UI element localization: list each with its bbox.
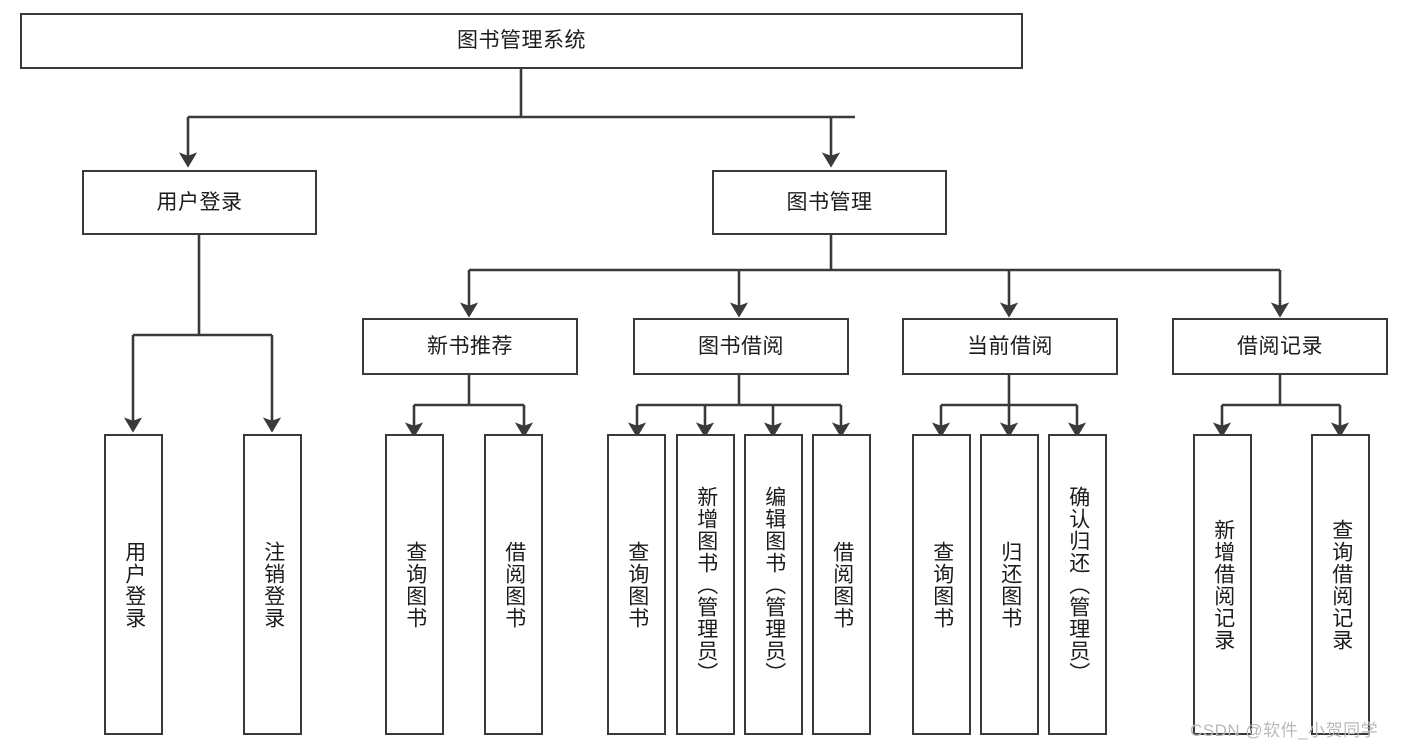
node-borrow-record-label: 借阅记录 [1237, 334, 1323, 358]
node-current-borrow-label: 当前借阅 [967, 334, 1053, 358]
leaf-borrow-book-1-label: 借阅图书 [502, 540, 526, 629]
leaf-query-book-2-label: 查询图书 [625, 540, 649, 629]
leaf-confirm-return[interactable]: 确认归还（管理员） [1048, 434, 1107, 735]
leaf-return-book-label: 归还图书 [998, 540, 1022, 629]
leaf-edit-book-label: 编辑图书（管理员） [762, 485, 786, 684]
node-root-system-label: 图书管理系统 [457, 29, 586, 53]
node-borrow-record[interactable]: 借阅记录 [1172, 318, 1388, 375]
node-new-book-recommend-label: 新书推荐 [427, 334, 513, 358]
node-book-management[interactable]: 图书管理 [712, 170, 947, 235]
leaf-user-logout-label: 注销登录 [261, 540, 285, 629]
leaf-query-book-3-label: 查询图书 [930, 540, 954, 629]
leaf-borrow-book-1[interactable]: 借阅图书 [484, 434, 543, 735]
leaf-confirm-return-label: 确认归还（管理员） [1066, 485, 1090, 684]
watermark-text: CSDN @软件_小贺同学 [1190, 721, 1379, 740]
leaf-user-logout[interactable]: 注销登录 [243, 434, 302, 735]
leaf-add-book-label: 新增图书（管理员） [694, 485, 718, 684]
leaf-return-book[interactable]: 归还图书 [980, 434, 1039, 735]
node-user-login-label: 用户登录 [156, 190, 243, 214]
node-current-borrow[interactable]: 当前借阅 [902, 318, 1118, 375]
leaf-query-record[interactable]: 查询借阅记录 [1311, 434, 1370, 735]
node-book-management-label: 图书管理 [786, 190, 873, 214]
leaf-query-record-label: 查询借阅记录 [1329, 518, 1353, 651]
leaf-edit-book[interactable]: 编辑图书（管理员） [744, 434, 803, 735]
node-root-system[interactable]: 图书管理系统 [20, 13, 1023, 69]
leaf-add-record-label: 新增借阅记录 [1211, 518, 1235, 651]
leaf-query-book-2[interactable]: 查询图书 [607, 434, 666, 735]
node-book-borrow[interactable]: 图书借阅 [633, 318, 849, 375]
leaf-query-book-1[interactable]: 查询图书 [385, 434, 444, 735]
leaf-query-book-3[interactable]: 查询图书 [912, 434, 971, 735]
leaf-borrow-book-2[interactable]: 借阅图书 [812, 434, 871, 735]
leaf-borrow-book-2-label: 借阅图书 [830, 540, 854, 629]
leaf-query-book-1-label: 查询图书 [403, 540, 427, 629]
leaf-user-login[interactable]: 用户登录 [104, 434, 163, 735]
leaf-user-login-label: 用户登录 [122, 540, 146, 629]
leaf-add-record[interactable]: 新增借阅记录 [1193, 434, 1252, 735]
node-user-login[interactable]: 用户登录 [82, 170, 317, 235]
leaf-add-book[interactable]: 新增图书（管理员） [676, 434, 735, 735]
node-book-borrow-label: 图书借阅 [698, 334, 784, 358]
node-new-book-recommend[interactable]: 新书推荐 [362, 318, 578, 375]
